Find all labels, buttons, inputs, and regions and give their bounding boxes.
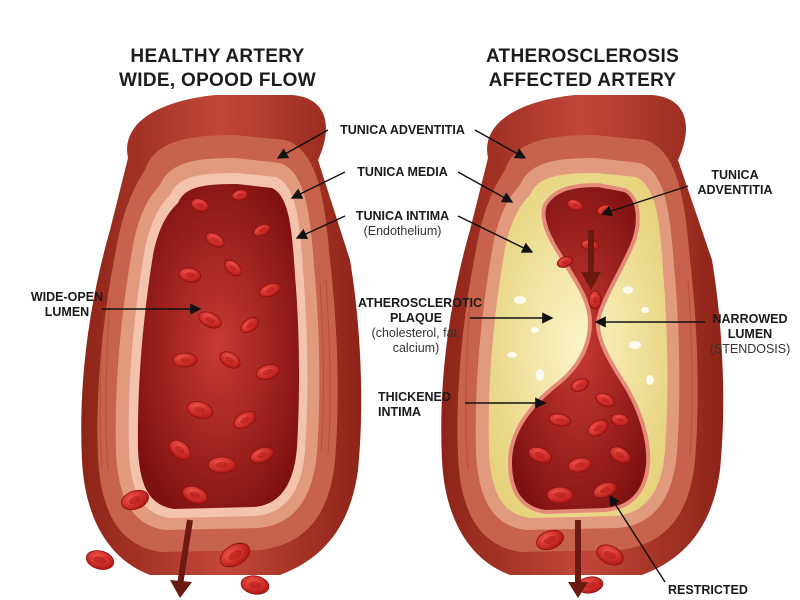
blood-cell-center <box>229 264 237 272</box>
blood-cell-center <box>571 202 579 208</box>
blood-cell-center <box>194 406 206 414</box>
leader-restricted <box>609 494 666 583</box>
blood-cell-center <box>204 316 216 324</box>
leader-adventitia-left <box>276 129 329 159</box>
label-plaque-sub1: (cholesterol, fat, <box>371 326 461 340</box>
label-plaque-line1: ATHEROSCLEROTIC <box>358 296 483 310</box>
blood-cell-center <box>265 287 275 293</box>
blood-cell-center <box>600 397 610 403</box>
affected-artery <box>441 95 724 575</box>
leader-lines <box>102 129 705 583</box>
blood-cell-center <box>576 382 584 388</box>
blood-cell-center <box>128 495 142 505</box>
label-right-adventitia: TUNICA ADVENTITIA <box>690 168 780 198</box>
blood-cell-center <box>228 550 242 560</box>
label-right-adventitia-line1: TUNICA <box>711 168 759 182</box>
blood-cell-center <box>175 445 185 455</box>
label-tunica-intima-sub: (Endothelium) <box>363 224 442 238</box>
blood-cell-center <box>248 581 262 589</box>
blood-cell-center <box>561 259 569 265</box>
blood-cell-center <box>196 202 204 208</box>
blood-cell-center <box>534 451 546 459</box>
healthy-flow-arrow <box>177 519 193 586</box>
label-thickened-intima: THICKENED INTIMA <box>378 390 468 420</box>
label-tunica-media: TUNICA MEDIA <box>345 165 460 180</box>
label-tunica-adventitia: TUNICA ADVENTITIA <box>330 123 475 138</box>
blood-cells <box>85 189 631 595</box>
blood-cell-center <box>93 556 107 564</box>
label-tunica-adventitia-text: TUNICA ADVENTITIA <box>340 123 465 137</box>
label-restricted-text: RESTRICTED <box>668 583 748 597</box>
label-tunica-intima: TUNICA INTIMA (Endothelium) <box>345 209 460 239</box>
leader-media-left <box>290 171 346 199</box>
label-wide-open-lumen: WIDE-OPEN LUMEN <box>28 290 106 320</box>
healthy-title-line1: HEALTHY ARTERY <box>130 46 305 67</box>
label-wide-open-line2: LUMEN <box>44 305 90 319</box>
label-right-adventitia-line2: ADVENTITIA <box>697 183 773 197</box>
blood-cell-center <box>179 357 191 363</box>
blood-cell-center <box>236 192 244 198</box>
blood-cell-center <box>240 416 250 424</box>
affected-lumen <box>507 182 651 515</box>
label-thickened-line1: THICKENED <box>378 390 451 404</box>
blood-cell-center <box>574 462 586 468</box>
label-thickened-line2: INTIMA <box>378 405 422 419</box>
blood-cell-center <box>592 296 598 304</box>
affected-title-line2: AFFECTED ARTERY <box>488 70 677 91</box>
affected-title-line1: ATHEROSCLEROSIS <box>485 46 680 67</box>
calcium-deposits <box>507 286 654 398</box>
label-tunica-media-text: TUNICA MEDIA <box>357 165 448 179</box>
healthy-lumen <box>137 184 300 509</box>
label-tunica-intima-text: TUNICA INTIMA <box>355 209 450 223</box>
healthy-title-line2: WIDE, OPOOD FLOW <box>119 70 316 91</box>
blood-cell-center <box>185 272 195 278</box>
blood-cell-center <box>256 451 268 459</box>
label-narrowed-line2: LUMEN <box>727 327 773 341</box>
label-restricted: RESTRICTED <box>668 583 778 598</box>
blood-cell-center <box>543 535 557 545</box>
blood-cell-center <box>593 424 603 432</box>
label-plaque-sub2: calcium) <box>392 341 440 355</box>
blood-cell-center <box>554 491 566 499</box>
label-wide-open-line1: WIDE-OPEN <box>30 290 104 304</box>
label-narrowed-sub: (STENDOSIS) <box>709 342 791 356</box>
healthy-title: HEALTHY ARTERY WIDE, OPOOD FLOW <box>95 45 340 93</box>
leader-intima-right <box>457 215 534 253</box>
label-plaque-line2: PLAQUE <box>389 311 443 325</box>
blood-cell-center <box>615 451 625 459</box>
label-plaque: ATHEROSCLEROTIC PLAQUE (cholesterol, fat… <box>358 296 483 356</box>
healthy-artery <box>81 95 362 575</box>
label-narrowed-lumen: NARROWED LUMEN (STENDOSIS) <box>705 312 795 357</box>
blood-cell-center <box>599 486 611 494</box>
blood-cell-center <box>262 368 274 376</box>
blood-cell-center <box>225 356 235 364</box>
blood-cell-center <box>210 236 220 244</box>
leader-intima-left <box>295 215 346 240</box>
blood-cell-center <box>215 461 229 469</box>
flow-arrows <box>170 230 601 598</box>
blood-cell-center <box>615 417 625 423</box>
blood-cell-center <box>258 227 266 233</box>
leader-media-right <box>457 171 514 203</box>
label-narrowed-line1: NARROWED <box>712 312 788 326</box>
blood-cell-center <box>189 491 201 499</box>
blood-cell-center <box>555 417 565 423</box>
leader-adventitia-right <box>474 129 527 159</box>
affected-title: ATHEROSCLEROSIS AFFECTED ARTERY <box>455 45 710 93</box>
blood-cell-center <box>246 321 254 329</box>
blood-cell-center <box>604 550 616 560</box>
leader-right-adventitia <box>600 185 689 217</box>
